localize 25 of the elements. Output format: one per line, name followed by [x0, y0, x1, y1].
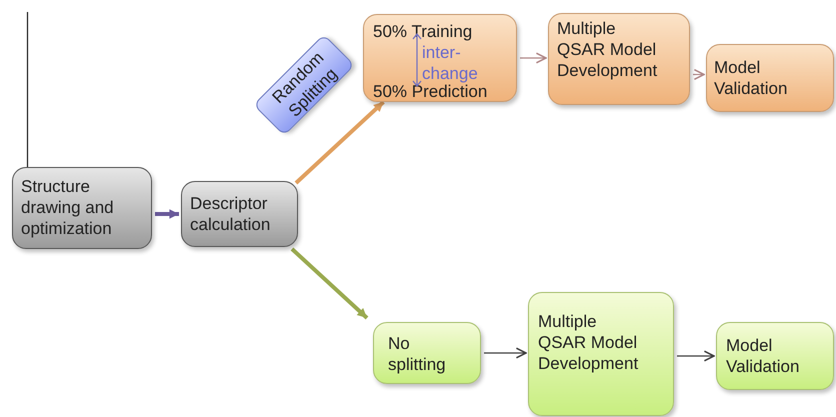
process-box [12, 167, 152, 249]
arrow [155, 209, 179, 219]
node-text: Structure drawing and optimization [21, 176, 115, 239]
process-box [706, 44, 834, 112]
node-text: 50% Training [373, 21, 474, 42]
process-box [528, 292, 674, 416]
node-text: Multiple QSAR Model Development [557, 18, 657, 81]
process-box [548, 13, 690, 105]
node-text: Model Validation [714, 57, 788, 99]
arrow [520, 52, 547, 64]
arrow [693, 68, 705, 80]
node-text: 50% Prediction [373, 82, 488, 102]
node-text: No splitting [388, 333, 447, 375]
node-text: Model Validation [726, 335, 800, 377]
interchange-label: inter-change [422, 42, 479, 84]
arrow [677, 350, 715, 362]
arrow [484, 347, 527, 359]
node-text: Descriptor calculation [190, 193, 272, 235]
process-box [716, 322, 834, 390]
node-text: Multiple QSAR Model Development [538, 311, 638, 374]
process-box [181, 181, 298, 247]
process-box [373, 322, 481, 384]
process-box [363, 14, 517, 102]
arrow [290, 248, 368, 320]
arrow [294, 100, 385, 184]
